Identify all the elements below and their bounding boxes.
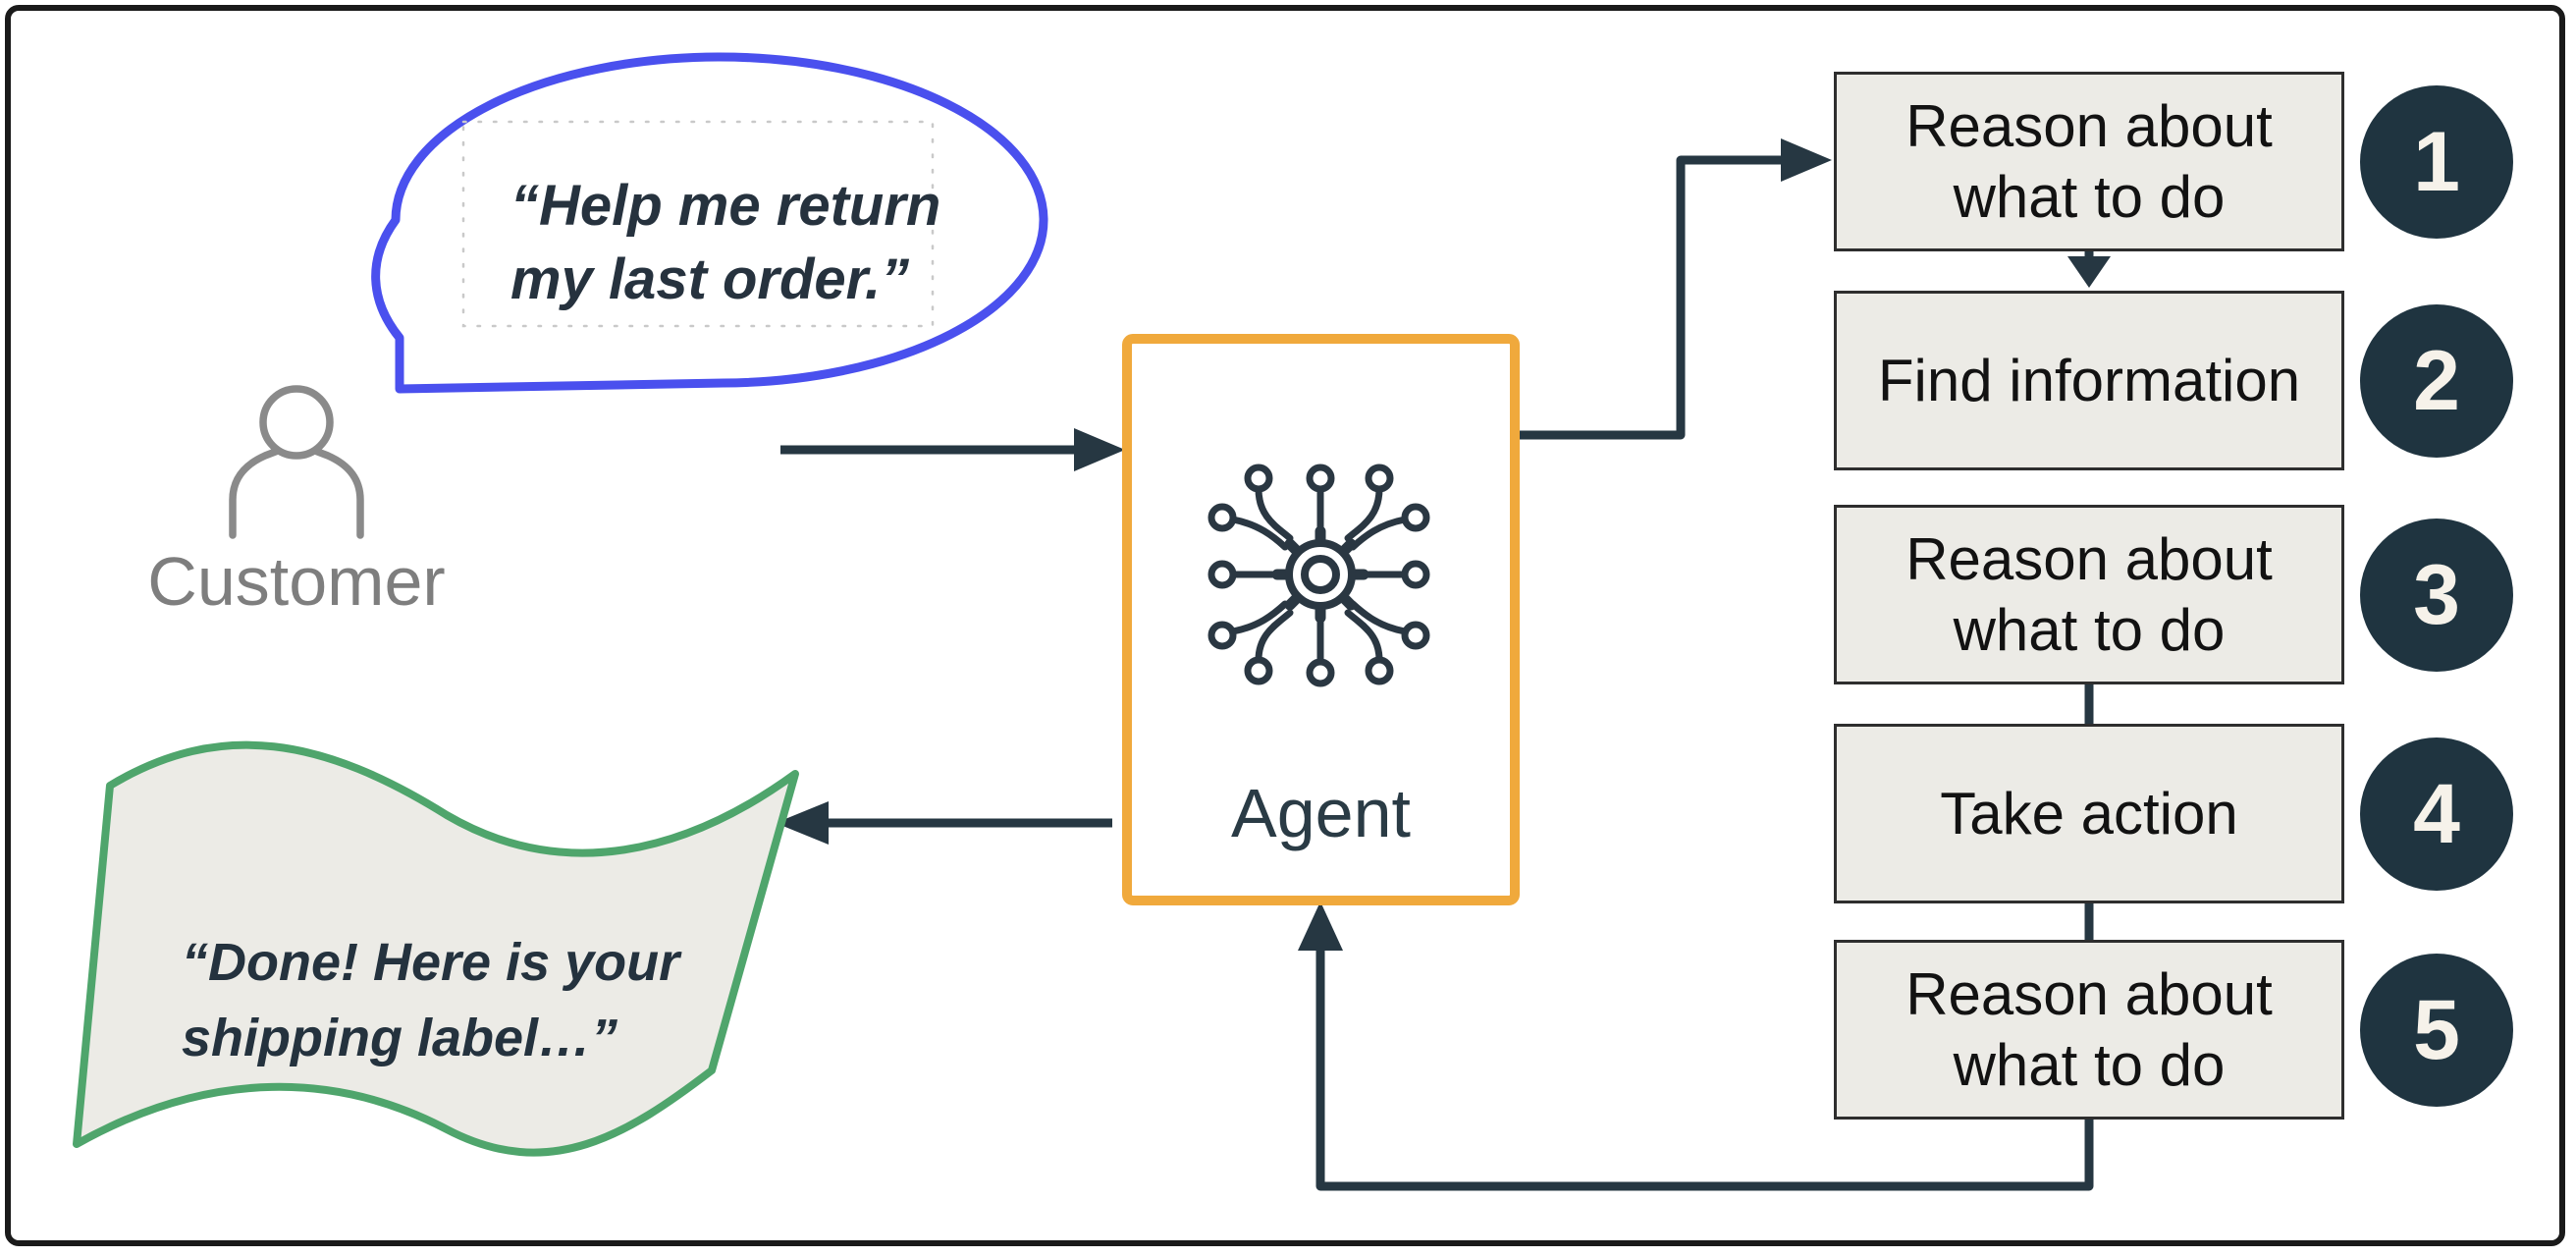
arrow-step5-loop-to-agent: [1298, 902, 2094, 1191]
step-box-3: Reason about what to do: [1834, 505, 2344, 684]
step-label-2: Find information: [1877, 347, 2301, 413]
step-box-4: Take action: [1834, 724, 2344, 903]
step-label-4: Take action: [1940, 780, 2238, 847]
step-label-1: Reason about what to do: [1905, 92, 2273, 230]
customer-speech-text: “Help me return my last order.”: [510, 174, 941, 312]
step-number-badge-5: 5: [2360, 954, 2513, 1107]
agent-gear-circuit-icon: [1208, 464, 1430, 687]
agent-label: Agent: [1231, 775, 1411, 851]
speech-bubble: [371, 52, 1048, 394]
customer-icon: [229, 385, 364, 539]
arrow-agent-to-step1: [1511, 138, 1832, 440]
arrow-agent-to-customer: [776, 801, 1112, 845]
step-box-1: Reason about what to do: [1834, 72, 2344, 251]
flag-message-text: “Done! Here is your shipping label…”: [182, 933, 680, 1067]
step-box-2: Find information: [1834, 291, 2344, 470]
step-number-badge-1: 1: [2360, 85, 2513, 239]
shipping-label-flag: [73, 740, 799, 1157]
step-number-badge-3: 3: [2360, 519, 2513, 672]
step-number-badge-4: 4: [2360, 738, 2513, 891]
step-number-badge-2: 2: [2360, 304, 2513, 458]
step-box-5: Reason about what to do: [1834, 940, 2344, 1120]
customer-label: Customer: [147, 543, 446, 620]
diagram-border-frame: [5, 5, 2565, 1246]
arrow-step1-to-step2: [2067, 251, 2111, 288]
step-label-5: Reason about what to do: [1905, 960, 2273, 1098]
arrow-customer-to-agent: [780, 428, 1125, 471]
step-label-3: Reason about what to do: [1905, 525, 2273, 663]
